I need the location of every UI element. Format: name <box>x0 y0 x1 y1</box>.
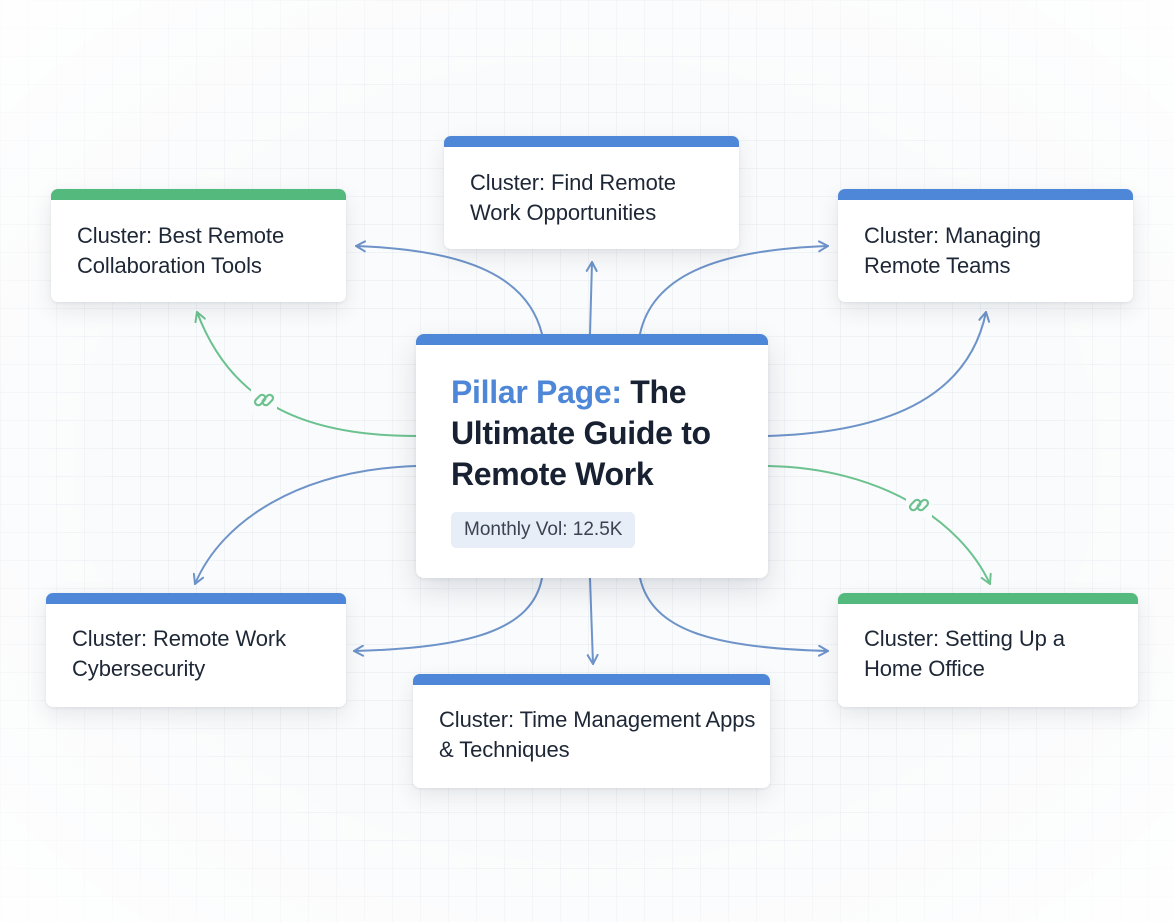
cluster-label: Cluster: Setting Up a Home Office <box>864 626 1065 681</box>
card-accent-bar <box>838 189 1133 200</box>
connector-cybersecurity-bottom <box>353 577 543 657</box>
cluster-card-cybersecurity[interactable]: Cluster: Remote Work Cybersecurity <box>46 593 346 707</box>
card-accent-bar <box>838 593 1138 604</box>
cluster-card-home-office[interactable]: Cluster: Setting Up a Home Office <box>838 593 1138 707</box>
pillar-title: Pillar Page: The Ultimate Guide to Remot… <box>451 372 751 495</box>
card-accent-bar <box>416 334 768 345</box>
connector-time-management <box>586 577 599 665</box>
connector-collaboration-tools-side <box>194 311 417 437</box>
cluster-card-collaboration-tools[interactable]: Cluster: Best Remote Collaboration Tools <box>51 189 346 302</box>
cluster-label: Cluster: Best Remote Collaboration Tools <box>77 223 285 278</box>
connector-home-office-side <box>767 465 992 585</box>
connector-managing-teams-top <box>639 240 829 335</box>
connector-find-opportunities <box>585 261 598 335</box>
cluster-card-time-management[interactable]: Cluster: Time Management Apps & Techniqu… <box>413 674 770 788</box>
link-icon <box>906 492 932 518</box>
cluster-label: Cluster: Time Management Apps & Techniqu… <box>439 707 756 762</box>
connector-collaboration-tools-top <box>355 240 543 335</box>
card-accent-bar <box>444 136 739 147</box>
connector-managing-teams-side <box>767 311 991 437</box>
card-accent-bar <box>413 674 770 685</box>
pillar-title-text: The Ultimate Guide to Remote Work <box>451 374 711 492</box>
connector-home-office-bottom <box>639 577 829 657</box>
cluster-label: Cluster: Remote Work Cybersecurity <box>72 626 286 681</box>
monthly-volume-badge: Monthly Vol: 12.5K <box>451 512 636 548</box>
pillar-page-card[interactable]: Pillar Page: The Ultimate Guide to Remot… <box>416 334 768 578</box>
link-icon <box>251 387 277 413</box>
card-accent-bar <box>51 189 346 200</box>
cluster-label: Cluster: Find Remote Work Opportunities <box>470 170 676 225</box>
cluster-card-find-opportunities[interactable]: Cluster: Find Remote Work Opportunities <box>444 136 739 249</box>
cluster-card-managing-teams[interactable]: Cluster: Managing Remote Teams <box>838 189 1133 302</box>
pillar-prefix: Pillar Page: <box>451 374 622 410</box>
cluster-label: Cluster: Managing Remote Teams <box>864 223 1041 278</box>
connector-cybersecurity-side <box>192 465 417 585</box>
card-accent-bar <box>46 593 346 604</box>
